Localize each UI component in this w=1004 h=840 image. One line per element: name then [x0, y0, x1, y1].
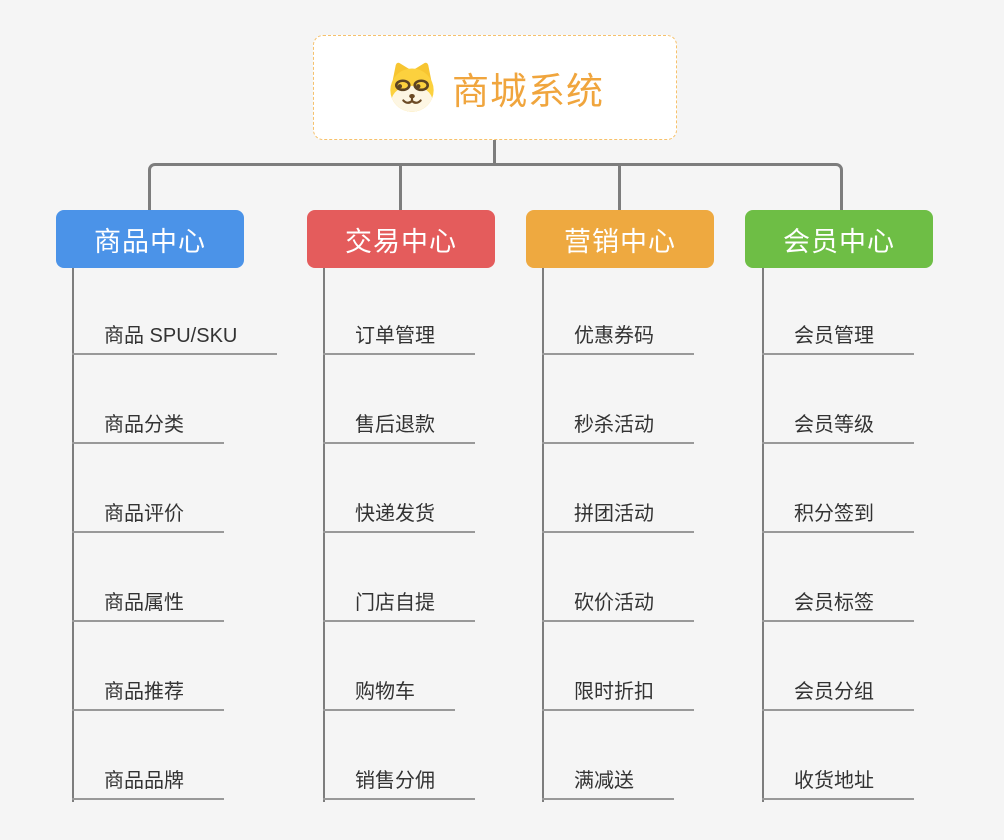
child-node[interactable]: 收货地址 — [762, 764, 914, 800]
branch-label: 交易中心 — [345, 226, 457, 257]
child-node[interactable]: 快递发货 — [323, 497, 475, 533]
branch-label: 营销中心 — [564, 226, 676, 257]
child-node[interactable]: 积分签到 — [762, 497, 914, 533]
connector-drop-trade — [399, 166, 402, 210]
branch-stem-members — [762, 268, 764, 802]
branch-label: 会员中心 — [783, 226, 895, 257]
branch-node-members[interactable]: 会员中心 — [745, 210, 933, 268]
doge-icon — [386, 62, 438, 114]
connector-drop-marketing — [618, 166, 621, 210]
root-node-label: 商城系统 — [452, 70, 604, 112]
child-node[interactable]: 售后退款 — [323, 408, 475, 444]
connector-root-stub — [493, 140, 496, 164]
branch-node-products[interactable]: 商品中心 — [56, 210, 244, 268]
child-node[interactable]: 门店自提 — [323, 586, 475, 622]
root-node[interactable]: 商城系统 — [313, 35, 677, 140]
child-node[interactable]: 商品评价 — [72, 497, 224, 533]
child-node[interactable]: 砍价活动 — [542, 586, 694, 622]
branch-stem-products — [72, 268, 74, 802]
child-node[interactable]: 订单管理 — [323, 319, 475, 355]
child-node[interactable]: 限时折扣 — [542, 675, 694, 711]
child-node[interactable]: 购物车 — [323, 675, 455, 711]
branch-node-trade[interactable]: 交易中心 — [307, 210, 495, 268]
child-node[interactable]: 商品推荐 — [72, 675, 224, 711]
child-node[interactable]: 商品品牌 — [72, 764, 224, 800]
branch-node-marketing[interactable]: 营销中心 — [526, 210, 714, 268]
branch-stem-trade — [323, 268, 325, 802]
connector-elbow-right — [494, 163, 843, 214]
child-node[interactable]: 拼团活动 — [542, 497, 694, 533]
child-node[interactable]: 满减送 — [542, 764, 674, 800]
child-node[interactable]: 会员管理 — [762, 319, 914, 355]
connector-elbow-left — [148, 163, 497, 214]
child-node[interactable]: 优惠券码 — [542, 319, 694, 355]
child-node[interactable]: 会员等级 — [762, 408, 914, 444]
child-node[interactable]: 会员分组 — [762, 675, 914, 711]
child-node[interactable]: 会员标签 — [762, 586, 914, 622]
child-node[interactable]: 商品属性 — [72, 586, 224, 622]
child-node[interactable]: 商品 SPU/SKU — [72, 319, 278, 355]
branch-label: 商品中心 — [94, 226, 206, 257]
child-node[interactable]: 销售分佣 — [323, 764, 475, 800]
child-node[interactable]: 商品分类 — [72, 408, 224, 444]
branch-stem-marketing — [542, 268, 544, 802]
child-node[interactable]: 秒杀活动 — [542, 408, 694, 444]
